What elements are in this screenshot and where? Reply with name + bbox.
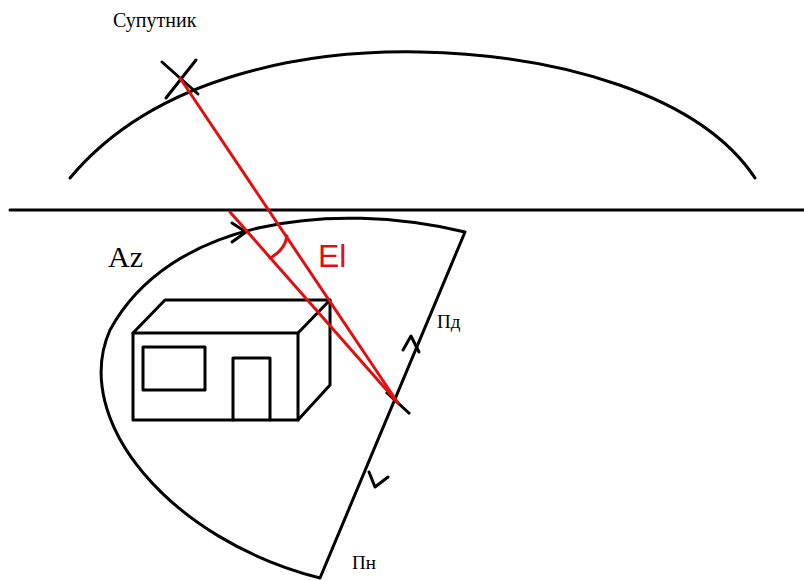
azimuth-label: Az — [108, 242, 143, 272]
line-of-sight — [180, 78, 398, 403]
elevation-label: El — [318, 240, 346, 272]
direction-label: Пн — [352, 553, 376, 572]
elevation-angle-arc — [270, 236, 287, 258]
direction-label: Пд — [437, 312, 460, 331]
orbit-arc — [70, 52, 755, 178]
horizon-line — [10, 209, 804, 212]
arrow-head — [369, 472, 388, 487]
house — [133, 300, 330, 420]
satellite-label: Супутник — [113, 10, 196, 30]
arrow-head — [403, 336, 419, 352]
horizon-projection — [230, 212, 398, 403]
